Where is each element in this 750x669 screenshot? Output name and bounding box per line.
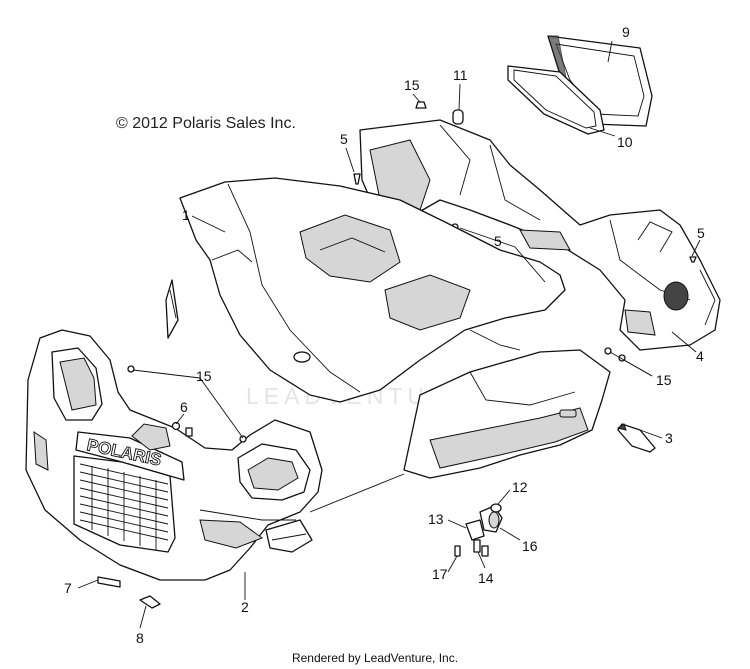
part-3-side-panel[interactable] — [403, 349, 611, 479]
callout-17: 17 — [432, 566, 448, 582]
callout-9: 9 — [622, 24, 630, 40]
part-6-fastener[interactable] — [171, 421, 193, 437]
part-7-pin[interactable] — [97, 576, 121, 588]
callout-15-top: 15 — [404, 77, 420, 93]
callout-8: 8 — [136, 630, 144, 646]
callout-15-left: 15 — [196, 368, 212, 384]
callout-2: 2 — [241, 599, 249, 615]
callout-labels: 1 2 3 4 5 5 5 6 7 8 9 10 11 12 13 14 15 … — [64, 24, 705, 646]
part-5-fastener-left[interactable] — [353, 173, 361, 185]
grille-slats — [79, 463, 169, 550]
part-13-latch-bracket[interactable] — [465, 519, 485, 541]
callout-11: 11 — [453, 67, 468, 83]
part-2-front-panel[interactable]: POLARIS — [25, 329, 323, 581]
callout-5-left: 5 — [340, 131, 348, 147]
callout-15-right: 15 — [656, 372, 672, 388]
part-17-pin[interactable] — [454, 545, 461, 557]
leader-lines — [77, 40, 701, 629]
part-5-fastener-right[interactable] — [689, 256, 697, 263]
callout-14: 14 — [478, 570, 494, 586]
callout-16: 16 — [522, 538, 538, 554]
callout-13: 13 — [428, 511, 444, 527]
part-15-fastener-left-2[interactable] — [239, 435, 247, 443]
part-4-dash-housing[interactable] — [359, 119, 721, 351]
part-11-grommet[interactable] — [452, 109, 464, 125]
part-15-fastener-top[interactable] — [415, 101, 427, 109]
callout-5-center: 5 — [494, 233, 502, 249]
footer-credit: Rendered by LeadVenture, Inc. — [291, 651, 459, 665]
callout-1: 1 — [182, 207, 190, 223]
callout-6: 6 — [180, 399, 188, 415]
callout-12: 12 — [512, 479, 528, 495]
part-15-fastener-left[interactable] — [127, 365, 135, 373]
callout-7: 7 — [64, 580, 72, 596]
part-12-cap[interactable] — [490, 503, 502, 513]
part-3-knob[interactable] — [616, 423, 656, 453]
callout-4: 4 — [696, 348, 704, 364]
part-10-lens[interactable] — [507, 65, 605, 135]
part-14-screws[interactable] — [473, 539, 489, 557]
part-8-clip[interactable] — [139, 595, 161, 609]
part-1-hood[interactable] — [165, 177, 566, 403]
callout-3: 3 — [665, 430, 673, 446]
copyright-notice: © 2012 Polaris Sales Inc. — [116, 115, 296, 132]
part-15-fastener-right-1[interactable] — [604, 347, 612, 355]
callout-5-right: 5 — [697, 225, 705, 241]
callout-10: 10 — [617, 134, 633, 150]
